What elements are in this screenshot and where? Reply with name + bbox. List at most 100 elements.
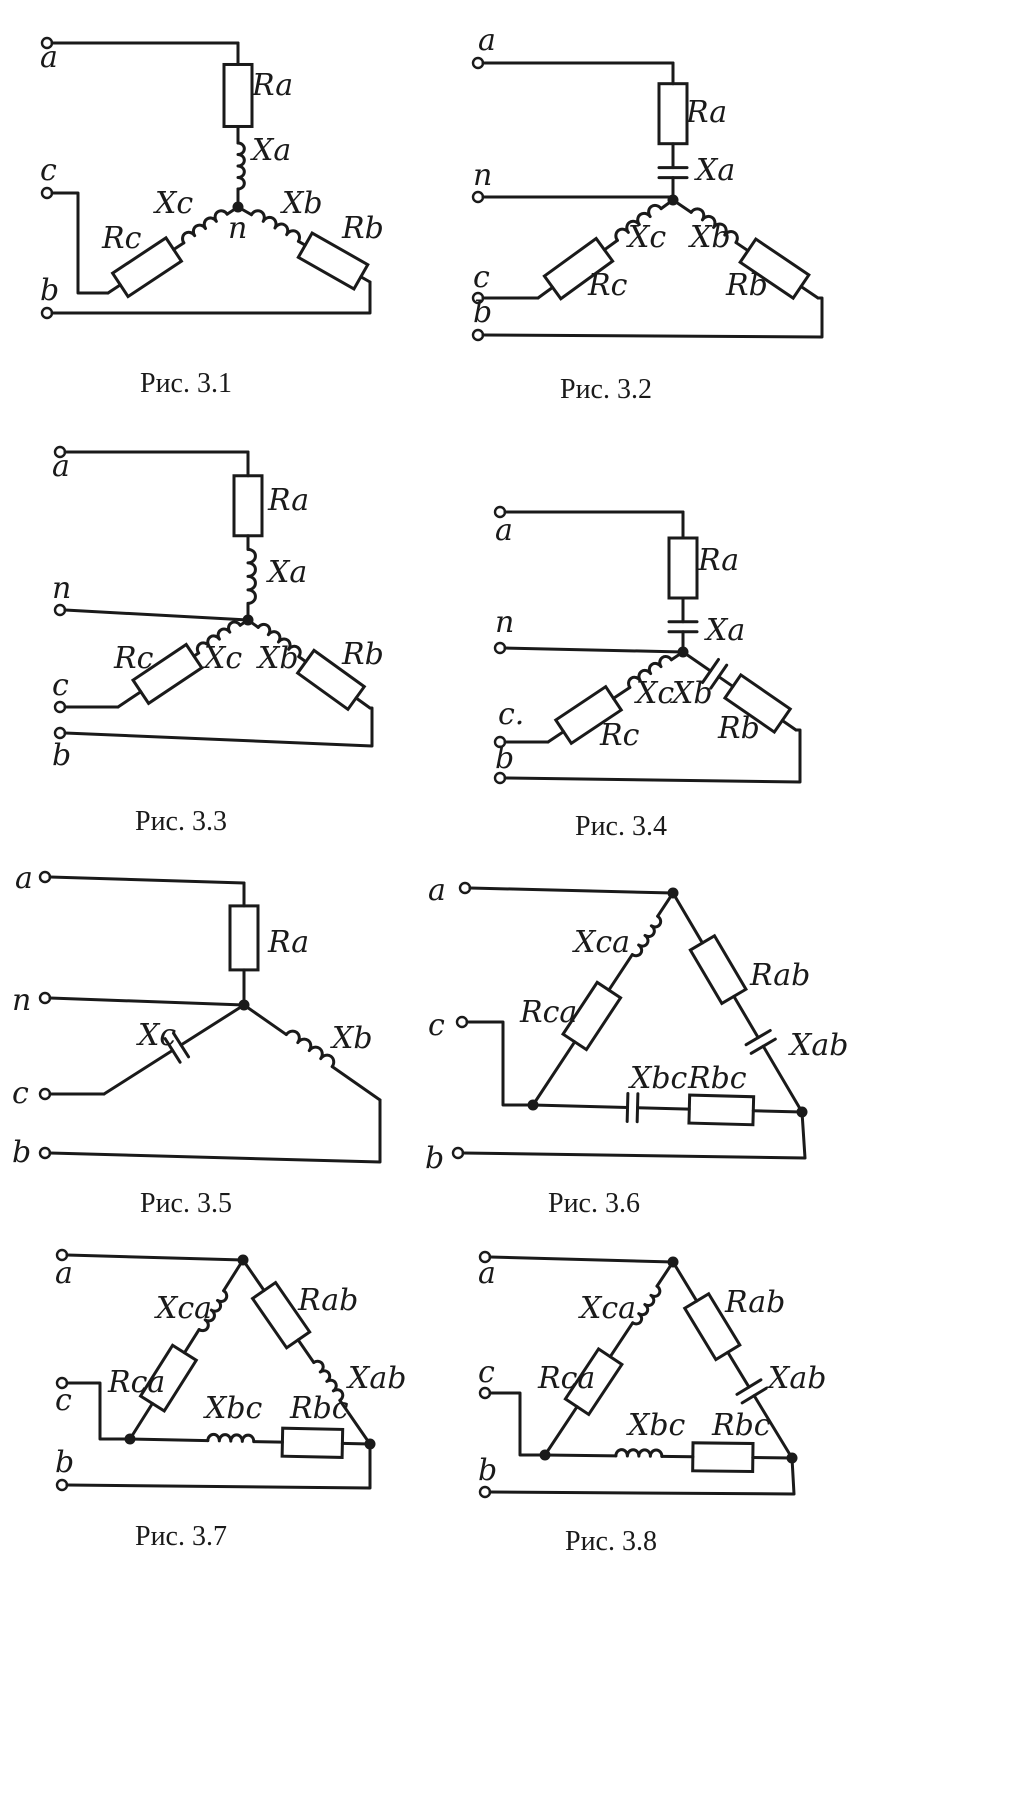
wire bbox=[681, 650, 713, 673]
wire bbox=[503, 646, 685, 654]
inductor bbox=[197, 1289, 229, 1333]
inductor bbox=[627, 655, 673, 689]
label-xc: Xc bbox=[626, 220, 666, 255]
label-rbc: Rbc bbox=[289, 1391, 349, 1426]
wire bbox=[536, 285, 555, 300]
wire bbox=[65, 1381, 132, 1441]
caption-3-3: Рис. 3.3 bbox=[135, 806, 227, 837]
terminal-label-a: a bbox=[495, 513, 513, 548]
wire bbox=[50, 280, 372, 315]
label-xc: Xc bbox=[153, 186, 193, 221]
wire bbox=[531, 1040, 577, 1107]
resistor bbox=[667, 536, 699, 600]
label-xc: Xc bbox=[634, 676, 674, 711]
terminal-label-c: c bbox=[55, 1383, 72, 1418]
label-ra: Ra bbox=[267, 925, 309, 960]
label-rc: Rc bbox=[599, 718, 640, 753]
label-rc: Rc bbox=[587, 268, 628, 303]
wire bbox=[252, 1440, 284, 1444]
label-xca: Xca bbox=[572, 925, 630, 960]
wire bbox=[546, 730, 566, 744]
wire bbox=[296, 1338, 316, 1365]
wire bbox=[238, 618, 250, 627]
wire bbox=[297, 655, 308, 664]
wire bbox=[246, 618, 260, 629]
resistor bbox=[687, 1093, 756, 1127]
terminal-label-c: c bbox=[52, 668, 69, 703]
wire bbox=[671, 1260, 699, 1303]
wire bbox=[468, 886, 675, 895]
terminal-label-a: a bbox=[55, 1256, 73, 1291]
terminal-label-c: c bbox=[12, 1076, 29, 1111]
wire bbox=[488, 1255, 675, 1264]
label-xa: Xa bbox=[704, 613, 745, 648]
inductor bbox=[249, 209, 301, 243]
label-rca: Rca bbox=[107, 1365, 165, 1400]
wire bbox=[222, 1258, 245, 1293]
wire bbox=[63, 608, 250, 622]
neutral-label-n: n bbox=[228, 211, 247, 246]
wire bbox=[48, 996, 246, 1007]
resistor bbox=[222, 62, 254, 128]
terminal-label-b: b bbox=[478, 1453, 497, 1488]
terminal-label-a: a bbox=[52, 449, 70, 484]
terminal-label-b: b bbox=[473, 295, 492, 330]
label-xab: Xab bbox=[788, 1028, 848, 1063]
label-ra: Ra bbox=[697, 543, 739, 578]
wire bbox=[461, 1110, 807, 1160]
label-xa: Xa bbox=[266, 555, 307, 590]
wire bbox=[65, 1253, 245, 1262]
wire bbox=[236, 205, 253, 217]
terminal-label-a: a bbox=[15, 861, 33, 896]
wire bbox=[241, 1258, 266, 1293]
wire bbox=[182, 1328, 201, 1355]
label-rb: Rb bbox=[341, 211, 384, 246]
wire bbox=[799, 285, 820, 300]
inductor bbox=[284, 1029, 336, 1069]
inductor bbox=[312, 1359, 345, 1402]
terminal-label-c: c bbox=[473, 260, 490, 295]
wire bbox=[116, 690, 143, 709]
label-xc: Xc bbox=[202, 641, 242, 676]
inductor bbox=[631, 1284, 662, 1326]
label-xa: Xa bbox=[694, 153, 735, 188]
inductor bbox=[181, 209, 229, 245]
terminal-label-n: n bbox=[473, 158, 492, 193]
wire bbox=[179, 1003, 246, 1047]
wire bbox=[503, 728, 802, 784]
terminal-label-n: n bbox=[52, 571, 71, 606]
wire bbox=[717, 675, 735, 688]
wire bbox=[481, 296, 824, 339]
terminal-label-b: b bbox=[55, 1445, 74, 1480]
terminal-label-b: b bbox=[52, 738, 71, 773]
label-xb: Xb bbox=[670, 676, 713, 711]
label-rab: Rab bbox=[724, 1285, 785, 1320]
wire bbox=[465, 1020, 535, 1107]
caption-3-4: Рис. 3.4 bbox=[575, 811, 667, 842]
label-rab: Rab bbox=[297, 1283, 358, 1318]
capacitor bbox=[744, 1029, 777, 1055]
label-xca: Xca bbox=[154, 1291, 212, 1326]
wire bbox=[607, 953, 634, 992]
terminal-label-a: a bbox=[428, 873, 446, 908]
wire bbox=[543, 1453, 618, 1458]
wire bbox=[296, 239, 307, 247]
label-rb: Rb bbox=[717, 711, 760, 746]
wire bbox=[611, 685, 632, 700]
caption-3-1: Рис. 3.1 bbox=[140, 368, 232, 399]
label-xbc: Xbc bbox=[203, 1391, 263, 1426]
terminal-label-c: c. bbox=[498, 697, 524, 732]
label-rb: Rb bbox=[341, 637, 384, 672]
wire bbox=[671, 891, 704, 945]
wire bbox=[128, 1402, 154, 1441]
terminal-label-b: b bbox=[12, 1135, 31, 1170]
wire bbox=[488, 1456, 796, 1496]
terminal-label-c: c bbox=[478, 1355, 495, 1390]
wire bbox=[128, 1437, 210, 1443]
wire bbox=[726, 1350, 751, 1389]
